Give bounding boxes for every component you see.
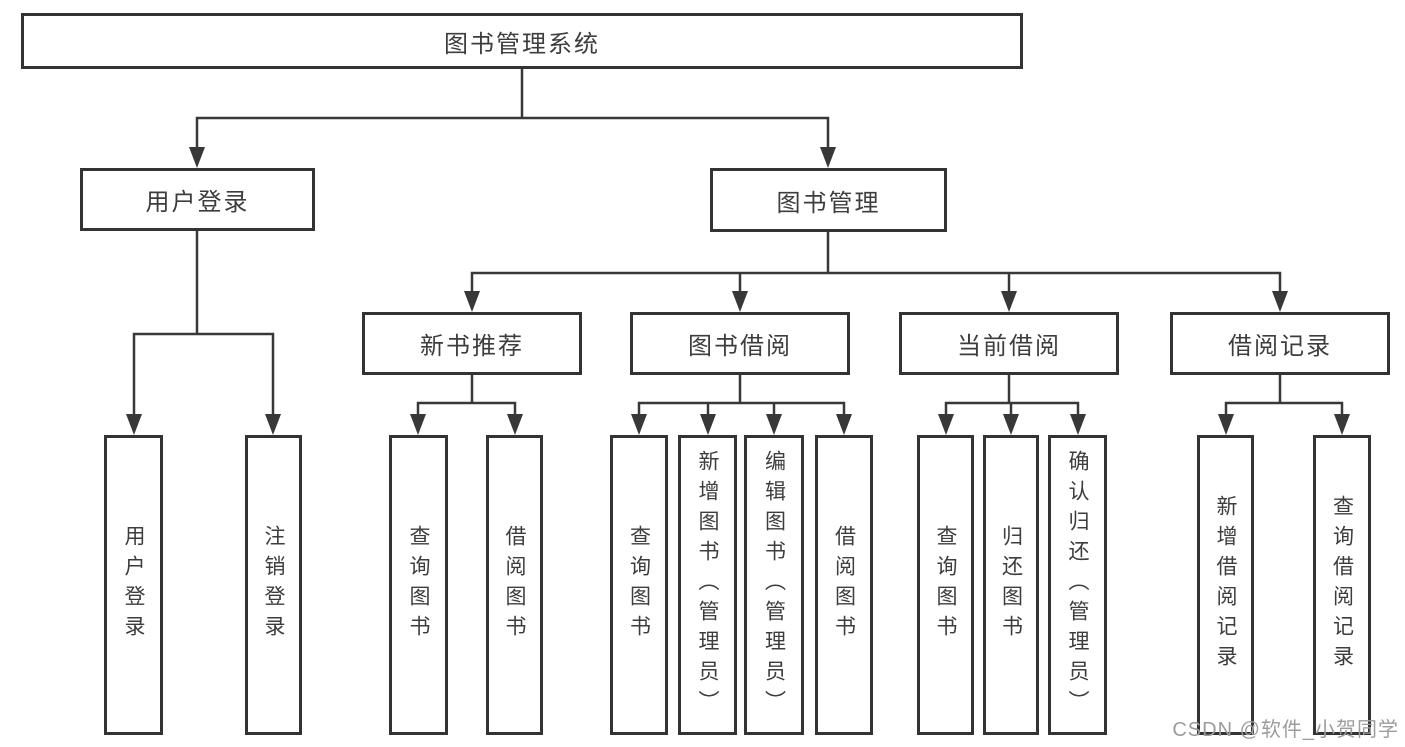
node-br-query-record: 查询借阅记录 [1313,435,1371,735]
node-book-borrowing-label: 图书借阅 [688,333,792,360]
node-leaf-user-login-label: 用户登录 [122,525,145,645]
node-cb-confirm-return-label: 确认归还（管理员） [1066,450,1089,720]
node-book-management: 图书管理 [710,168,947,232]
node-nb-borrow-books-label: 借阅图书 [503,525,526,645]
node-book-management-label: 图书管理 [776,189,881,217]
node-book-borrowing: 图书借阅 [630,312,850,375]
watermark: CSDN @软件_小贺同学 [1172,719,1399,741]
node-bb-borrow-books: 借阅图书 [815,435,873,735]
node-bb-add-books: 新增图书（管理员） [678,435,737,735]
node-new-book-recommend: 新书推荐 [362,312,582,375]
node-cb-return-books-label: 归还图书 [999,525,1023,645]
node-root: 图书管理系统 [21,13,1023,69]
node-cb-query-books: 查询图书 [917,435,974,735]
node-bb-query-books: 查询图书 [610,435,668,735]
node-leaf-logout-label: 注销登录 [262,525,285,645]
node-borrowing-records-label: 借阅记录 [1228,333,1332,360]
node-current-borrowing: 当前借阅 [899,312,1119,375]
node-br-query-record-label: 查询借阅记录 [1330,495,1354,675]
node-br-add-record: 新增借阅记录 [1197,435,1254,735]
node-user-login: 用户登录 [80,168,315,231]
node-bb-edit-books: 编辑图书（管理员） [744,435,804,735]
node-bb-edit-books-label: 编辑图书（管理员） [762,450,786,720]
node-nb-query-books: 查询图书 [389,435,448,735]
node-bb-add-books-label: 新增图书（管理员） [696,450,719,720]
node-borrowing-records: 借阅记录 [1170,312,1390,375]
node-bb-query-books-label: 查询图书 [627,525,651,645]
node-user-login-label: 用户登录 [145,189,250,216]
node-root-label: 图书管理系统 [444,30,600,58]
node-cb-return-books: 归还图书 [983,435,1039,735]
node-bb-borrow-books-label: 借阅图书 [832,525,856,645]
node-cb-confirm-return: 确认归还（管理员） [1048,435,1107,735]
node-new-book-recommend-label: 新书推荐 [420,333,524,360]
node-br-add-record-label: 新增借阅记录 [1214,495,1237,675]
node-nb-borrow-books: 借阅图书 [486,435,543,735]
node-current-borrowing-label: 当前借阅 [957,333,1061,360]
node-cb-query-books-label: 查询图书 [934,525,957,645]
node-leaf-logout: 注销登录 [245,435,302,735]
node-leaf-user-login: 用户登录 [104,435,163,735]
node-nb-query-books-label: 查询图书 [407,525,430,645]
